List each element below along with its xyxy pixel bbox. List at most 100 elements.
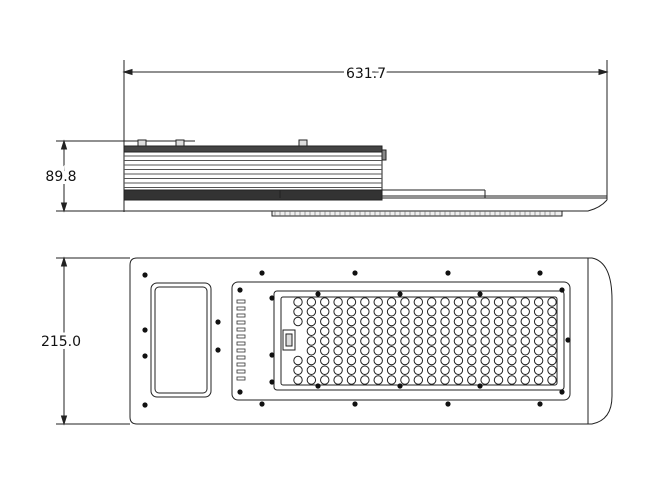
led-lens bbox=[373, 355, 383, 366]
led-lens bbox=[533, 316, 544, 327]
screw-hole bbox=[215, 319, 221, 325]
screw-hole bbox=[142, 272, 148, 278]
led-lens bbox=[293, 316, 303, 327]
led-lens bbox=[293, 297, 303, 307]
led-lens bbox=[333, 297, 343, 307]
led-lens bbox=[320, 355, 330, 366]
led-lens bbox=[480, 365, 490, 375]
led-lens bbox=[346, 307, 357, 317]
led-lens bbox=[520, 326, 530, 336]
led-lens bbox=[480, 346, 490, 356]
led-lens bbox=[320, 316, 330, 327]
vent-slot bbox=[236, 369, 246, 374]
led-lens bbox=[400, 346, 410, 356]
length-dimension bbox=[122, 60, 609, 212]
led-lens bbox=[373, 336, 383, 346]
led-lens bbox=[467, 336, 477, 346]
led-lens bbox=[320, 297, 330, 307]
led-lens bbox=[533, 336, 544, 346]
led-lens bbox=[547, 297, 557, 307]
led-lens bbox=[413, 307, 424, 317]
vent-slot bbox=[236, 313, 246, 318]
led-lens bbox=[547, 355, 557, 366]
screw-hole bbox=[559, 389, 565, 395]
led-lens bbox=[467, 365, 477, 375]
led-lens bbox=[520, 375, 530, 385]
led-lens bbox=[533, 365, 544, 375]
vent-slot bbox=[236, 299, 246, 304]
led-lens bbox=[346, 365, 357, 375]
screw-hole bbox=[559, 287, 565, 293]
led-lens bbox=[346, 355, 357, 366]
vent-slots bbox=[236, 299, 246, 381]
led-lens bbox=[426, 355, 437, 366]
led-lens bbox=[547, 346, 557, 356]
height-label: 89.8 bbox=[45, 169, 76, 185]
led-lens bbox=[306, 346, 317, 356]
led-lens bbox=[386, 375, 397, 385]
screw-hole bbox=[445, 270, 451, 276]
led-lens bbox=[413, 336, 424, 346]
led-lens bbox=[493, 316, 504, 327]
led-lens bbox=[426, 375, 437, 385]
led-lens bbox=[520, 336, 530, 346]
led-lens bbox=[400, 336, 410, 346]
led-lens bbox=[333, 336, 343, 346]
led-lens bbox=[426, 297, 437, 307]
led-lens bbox=[413, 365, 424, 375]
vent-slot bbox=[236, 355, 246, 360]
screw-hole bbox=[565, 337, 571, 343]
led-lens bbox=[440, 307, 450, 317]
led-lens bbox=[440, 365, 450, 375]
led-lens bbox=[360, 297, 370, 307]
led-lens bbox=[480, 375, 490, 385]
led-lens bbox=[507, 336, 517, 346]
led-lens bbox=[453, 297, 464, 307]
led-lens bbox=[360, 355, 370, 366]
led-lens bbox=[520, 297, 530, 307]
led-lens bbox=[480, 297, 490, 307]
led-lens bbox=[306, 316, 317, 327]
led-lens bbox=[346, 297, 357, 307]
led-lens bbox=[333, 316, 343, 327]
led-lens bbox=[493, 365, 504, 375]
led-lens bbox=[453, 316, 464, 327]
length-label: 631.7 bbox=[346, 66, 386, 82]
led-lens bbox=[493, 307, 504, 317]
led-lens bbox=[360, 365, 370, 375]
led-lens bbox=[373, 297, 383, 307]
led-lens bbox=[306, 336, 317, 346]
led-lens bbox=[320, 375, 330, 385]
led-lens bbox=[440, 316, 450, 327]
led-lens bbox=[413, 316, 424, 327]
led-lens bbox=[373, 326, 383, 336]
vent-slot bbox=[236, 306, 246, 311]
led-lens bbox=[360, 346, 370, 356]
vent-slot bbox=[236, 362, 246, 367]
screw-hole bbox=[445, 401, 451, 407]
led-lens bbox=[493, 297, 504, 307]
led-lens bbox=[547, 365, 557, 375]
led-lens bbox=[293, 365, 303, 375]
led-lens bbox=[426, 365, 437, 375]
led-lens bbox=[533, 375, 544, 385]
led-lens bbox=[507, 375, 517, 385]
led-lens bbox=[507, 326, 517, 336]
led-lens bbox=[426, 307, 437, 317]
led-grid bbox=[293, 297, 557, 385]
led-lens bbox=[480, 336, 490, 346]
side-heatsink bbox=[123, 139, 387, 201]
screw-hole bbox=[315, 291, 321, 297]
led-lens bbox=[440, 297, 450, 307]
screw-hole bbox=[315, 383, 321, 389]
screw-hole bbox=[352, 270, 358, 276]
vent-slot bbox=[236, 341, 246, 346]
led-lens bbox=[480, 316, 490, 327]
screw-hole bbox=[397, 291, 403, 297]
led-lens bbox=[333, 307, 343, 317]
screw-hole bbox=[237, 389, 243, 395]
driver-compartment bbox=[150, 282, 212, 398]
led-lens bbox=[320, 307, 330, 317]
led-lens bbox=[386, 307, 397, 317]
